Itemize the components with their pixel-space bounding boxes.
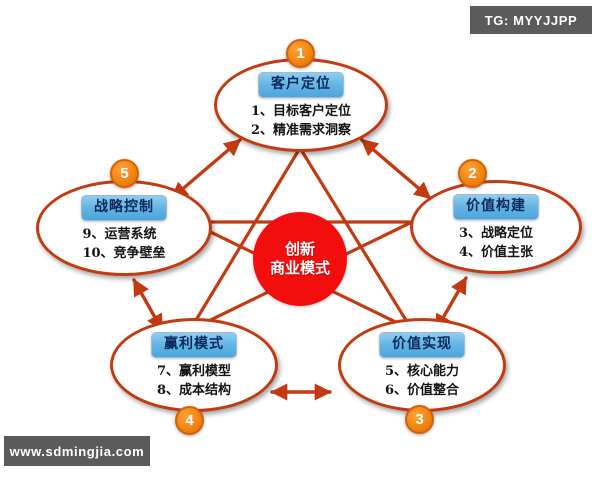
telegram-watermark: TG: MYYJJPP [470, 6, 592, 34]
bullet-item: 6、价值整合 [384, 383, 460, 398]
node-ellipse [338, 318, 506, 412]
node-value-realization[interactable]: 价值实现 5、核心能力 6、价值整合 [338, 318, 506, 412]
node-title: 价值构建 [453, 194, 539, 220]
node-strategic-control[interactable]: 战略控制 9、运营系统 10、竞争壁垒 [36, 180, 212, 276]
bullet-item: 10、竞争壁垒 [82, 246, 166, 261]
bullet-item: 3、战略定位 [458, 226, 534, 241]
node-customer-positioning[interactable]: 客户定位 1、目标客户定位 2、精准需求洞察 [214, 58, 388, 152]
bullet-item: 2、精准需求洞察 [250, 123, 352, 138]
node-content: 价值构建 3、战略定位 4、价值主张 [410, 180, 582, 274]
node-bullets: 7、赢利模型 8、成本结构 [157, 362, 231, 400]
center-hub: 创新 商业模式 [253, 212, 347, 306]
node-title: 赢利模式 [151, 332, 237, 358]
node-title: 客户定位 [258, 72, 344, 98]
node-bullets: 1、目标客户定位 2、精准需求洞察 [251, 102, 351, 140]
node-title: 价值实现 [379, 332, 465, 358]
node-content: 赢利模式 7、赢利模型 8、成本结构 [110, 318, 278, 412]
node-title: 战略控制 [81, 195, 167, 221]
node-content: 价值实现 5、核心能力 6、价值整合 [338, 318, 506, 412]
bullet-item: 4、价值主张 [458, 245, 534, 260]
node-bullets: 5、核心能力 6、价值整合 [385, 362, 459, 400]
bullet-item: 1、目标客户定位 [250, 104, 352, 119]
node-content: 客户定位 1、目标客户定位 2、精准需求洞察 [214, 58, 388, 152]
node-bullets: 9、运营系统 10、竞争壁垒 [82, 225, 165, 263]
hub-line-2: 商业模式 [269, 259, 330, 277]
node-badge-1: 1 [286, 39, 315, 68]
bullet-item: 5、核心能力 [384, 364, 460, 379]
bullet-item: 7、赢利模型 [156, 364, 232, 379]
node-badge-3: 3 [405, 405, 434, 434]
node-badge-4: 4 [175, 406, 204, 435]
node-badge-5: 5 [110, 159, 139, 188]
hub-line-1: 创新 [284, 240, 315, 258]
node-bullets: 3、战略定位 4、价值主张 [459, 224, 533, 262]
node-badge-2: 2 [458, 159, 487, 188]
node-value-construction[interactable]: 价值构建 3、战略定位 4、价值主张 [410, 180, 582, 274]
bullet-item: 9、运营系统 [82, 227, 157, 242]
node-profit-model[interactable]: 赢利模式 7、赢利模型 8、成本结构 [110, 318, 278, 412]
website-watermark: www.sdmingjia.com [4, 436, 150, 466]
bullet-item: 8、成本结构 [156, 383, 232, 398]
node-content: 战略控制 9、运营系统 10、竞争壁垒 [36, 180, 212, 276]
